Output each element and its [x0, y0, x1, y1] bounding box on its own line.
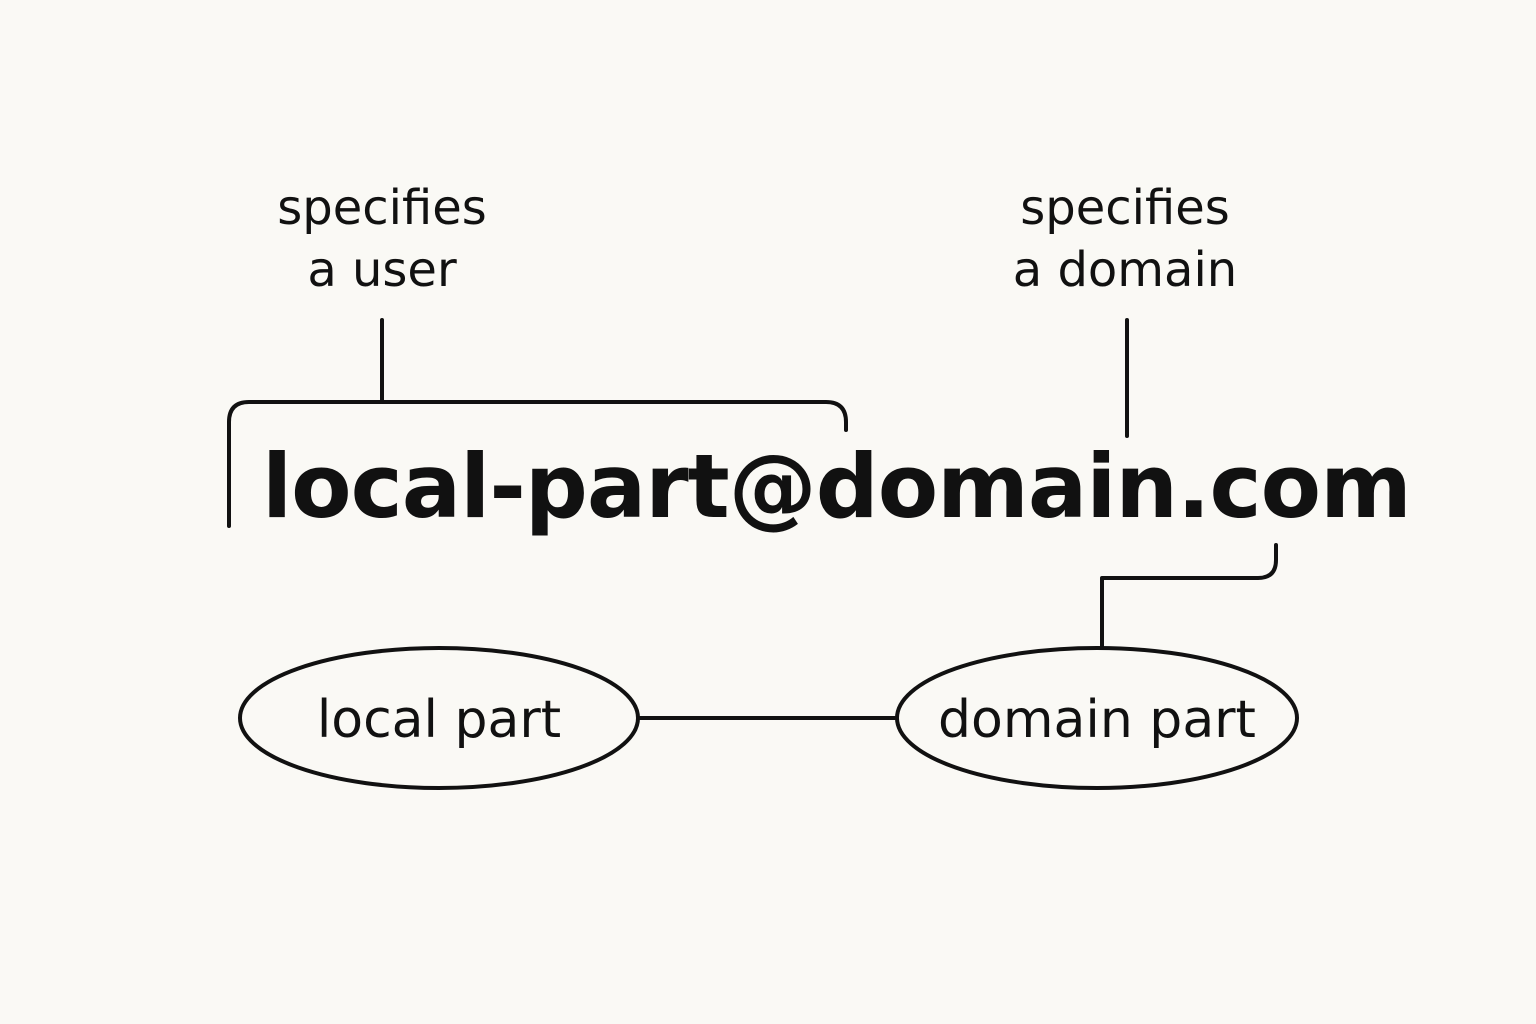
user-annotation-line-1: specifies — [277, 180, 487, 236]
email-address-text: local-part@domain.com — [262, 435, 1412, 538]
local-part-bracket — [227, 400, 848, 528]
user-annotation-line-2: a user — [307, 242, 457, 298]
domain-annotation: specifies a domain — [975, 177, 1275, 301]
local-part-node-label: local part — [316, 690, 562, 750]
domain-part-bracket — [1100, 543, 1278, 649]
domain-part-node-label: domain part — [938, 690, 1256, 750]
user-annotation: specifies a user — [232, 177, 532, 301]
domain-annotation-line-2: a domain — [1012, 242, 1238, 298]
domain-annotation-line-1: specifies — [1020, 180, 1230, 236]
